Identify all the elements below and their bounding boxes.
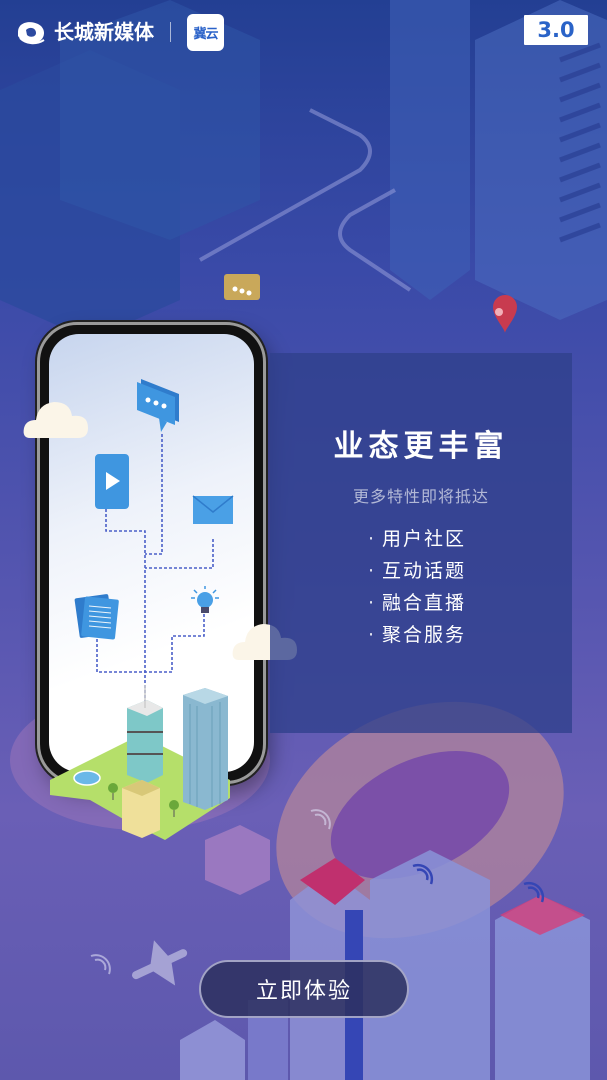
header-divider [170,22,171,42]
mail-icon [192,495,234,524]
video-play-icon [95,454,129,509]
feature-item-interactive-topics: ·互动话题 [368,555,466,587]
card-title: 业态更丰富 [333,429,509,464]
feature-item-user-community: ·用户社区 [368,523,466,555]
brand-name: 长城新媒体 [54,20,154,44]
document-icon [74,594,119,640]
lightbulb-icon [191,586,219,613]
feature-network-diagram [74,379,234,704]
feature-label: 融合直播 [382,592,467,614]
feature-label: 聚合服务 [382,624,467,646]
feature-list: ·用户社区 ·互动话题 ·融合直播 ·聚合服务 [368,523,466,651]
bullet-dot: · [368,528,377,550]
card-subtitle: 更多特性即将抵达 [352,487,489,506]
feature-label: 互动话题 [382,560,467,582]
bullet-dot: · [368,560,377,582]
jiyun-app-badge: 冀云 [187,14,224,51]
version-badge: 3.0 [524,15,588,45]
bullet-dot: · [368,592,377,614]
feature-item-live-streaming: ·融合直播 [368,587,466,619]
feature-info-card: 业态更丰富 更多特性即将抵达 ·用户社区 ·互动话题 ·融合直播 ·聚合服务 [270,353,572,733]
cloud-left [23,402,89,438]
top-header: 长城新媒体 冀云 3.0 [0,0,607,64]
feature-item-aggregated-services: ·聚合服务 [368,619,466,651]
try-now-button[interactable]: 立即体验 [199,960,409,1018]
bullet-dot: · [368,624,377,646]
great-wall-logo-icon [18,22,45,45]
city-block-illustration [50,685,230,840]
chat-bubble-icon [137,379,179,432]
feature-label: 用户社区 [382,528,467,550]
